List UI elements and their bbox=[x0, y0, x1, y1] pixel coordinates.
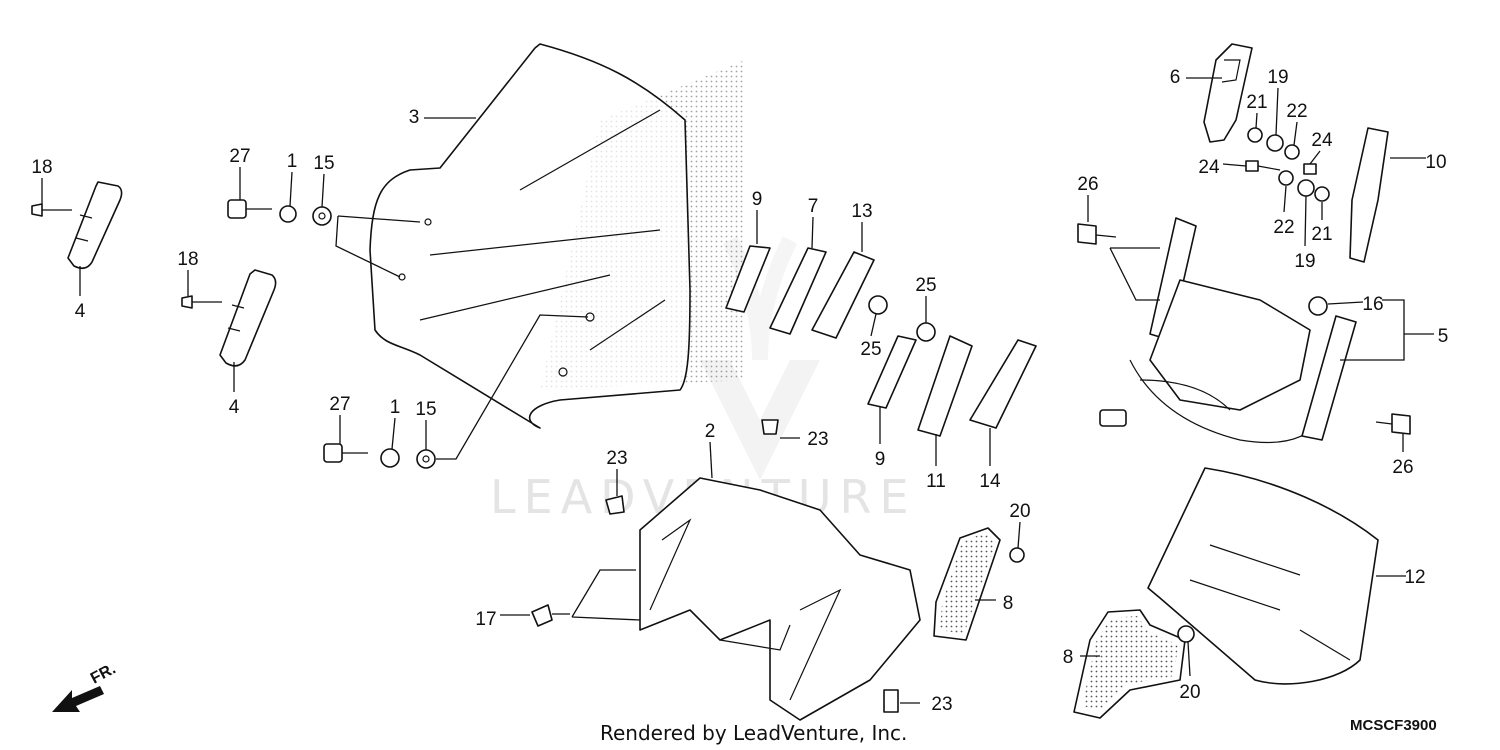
callout-11: 11 bbox=[926, 471, 946, 492]
clips-23 bbox=[605, 419, 899, 713]
front-direction-arrow-icon: FR. bbox=[52, 660, 119, 712]
fastener-group-lower bbox=[323, 443, 570, 627]
callout-23: 23 bbox=[606, 448, 627, 469]
callout-4: 4 bbox=[229, 397, 240, 418]
callout-24: 24 bbox=[1198, 157, 1220, 178]
side-cover-lower bbox=[219, 269, 277, 367]
callout-21: 21 bbox=[1311, 224, 1332, 245]
callout-15: 15 bbox=[313, 153, 334, 174]
leader-lines bbox=[41, 77, 1434, 704]
callout-14: 14 bbox=[979, 471, 1001, 492]
callout-26: 26 bbox=[1077, 174, 1098, 195]
callout-20: 20 bbox=[1179, 682, 1200, 703]
callout-9: 9 bbox=[875, 449, 886, 470]
bracket-set-lower bbox=[867, 322, 1037, 437]
fastener-group-upper bbox=[31, 199, 332, 309]
callout-numbers: 18 4 27 1 15 3 18 4 27 1 15 9 7 13 25 25 9 11 14 2 23 23 17 23 2… bbox=[31, 67, 1448, 715]
callout-10: 10 bbox=[1425, 152, 1446, 173]
callout-27: 27 bbox=[329, 394, 350, 415]
diagram-code: MCSCF3900 bbox=[1350, 717, 1437, 734]
callout-21: 21 bbox=[1246, 92, 1267, 113]
callout-1: 1 bbox=[287, 151, 298, 172]
callout-25: 25 bbox=[860, 339, 881, 360]
callout-4: 4 bbox=[75, 301, 86, 322]
callout-18: 18 bbox=[177, 249, 198, 270]
callout-8: 8 bbox=[1003, 593, 1014, 614]
callout-19: 19 bbox=[1267, 67, 1288, 88]
screen-motor-assembly bbox=[1077, 217, 1411, 444]
callout-9: 9 bbox=[752, 189, 763, 210]
callout-17: 17 bbox=[475, 609, 496, 630]
callout-15: 15 bbox=[415, 399, 436, 420]
callout-5: 5 bbox=[1438, 326, 1449, 347]
callout-12: 12 bbox=[1404, 567, 1425, 588]
callout-24: 24 bbox=[1311, 130, 1333, 151]
callout-16: 16 bbox=[1362, 294, 1383, 315]
callout-19: 19 bbox=[1294, 251, 1315, 272]
callout-22: 22 bbox=[1286, 101, 1307, 122]
pad-8-upper bbox=[933, 527, 1025, 641]
callout-26: 26 bbox=[1392, 457, 1413, 478]
callout-6: 6 bbox=[1170, 67, 1181, 88]
callout-3: 3 bbox=[409, 107, 420, 128]
front-direction-label: FR. bbox=[88, 660, 119, 687]
callout-1: 1 bbox=[390, 397, 401, 418]
stay-10 bbox=[1349, 127, 1389, 263]
callout-27: 27 bbox=[229, 146, 250, 167]
pad-8-lower bbox=[1073, 609, 1195, 719]
inner-cover bbox=[639, 477, 921, 721]
callout-8: 8 bbox=[1063, 647, 1074, 668]
stay-6 bbox=[1203, 43, 1253, 143]
callout-22: 22 bbox=[1273, 217, 1294, 238]
rendered-by-text: Rendered by LeadVenture, Inc. bbox=[600, 721, 907, 745]
callout-20: 20 bbox=[1009, 501, 1030, 522]
lower-screen bbox=[1147, 467, 1379, 685]
bracket-set-upper bbox=[725, 245, 888, 339]
windscreen bbox=[369, 43, 691, 429]
callout-2: 2 bbox=[705, 421, 716, 442]
callout-25: 25 bbox=[915, 275, 936, 296]
callout-23: 23 bbox=[807, 429, 828, 450]
side-cover-upper bbox=[67, 181, 123, 270]
callout-7: 7 bbox=[808, 196, 819, 217]
callout-13: 13 bbox=[851, 201, 872, 222]
callout-23: 23 bbox=[931, 694, 952, 715]
callout-18: 18 bbox=[31, 157, 52, 178]
